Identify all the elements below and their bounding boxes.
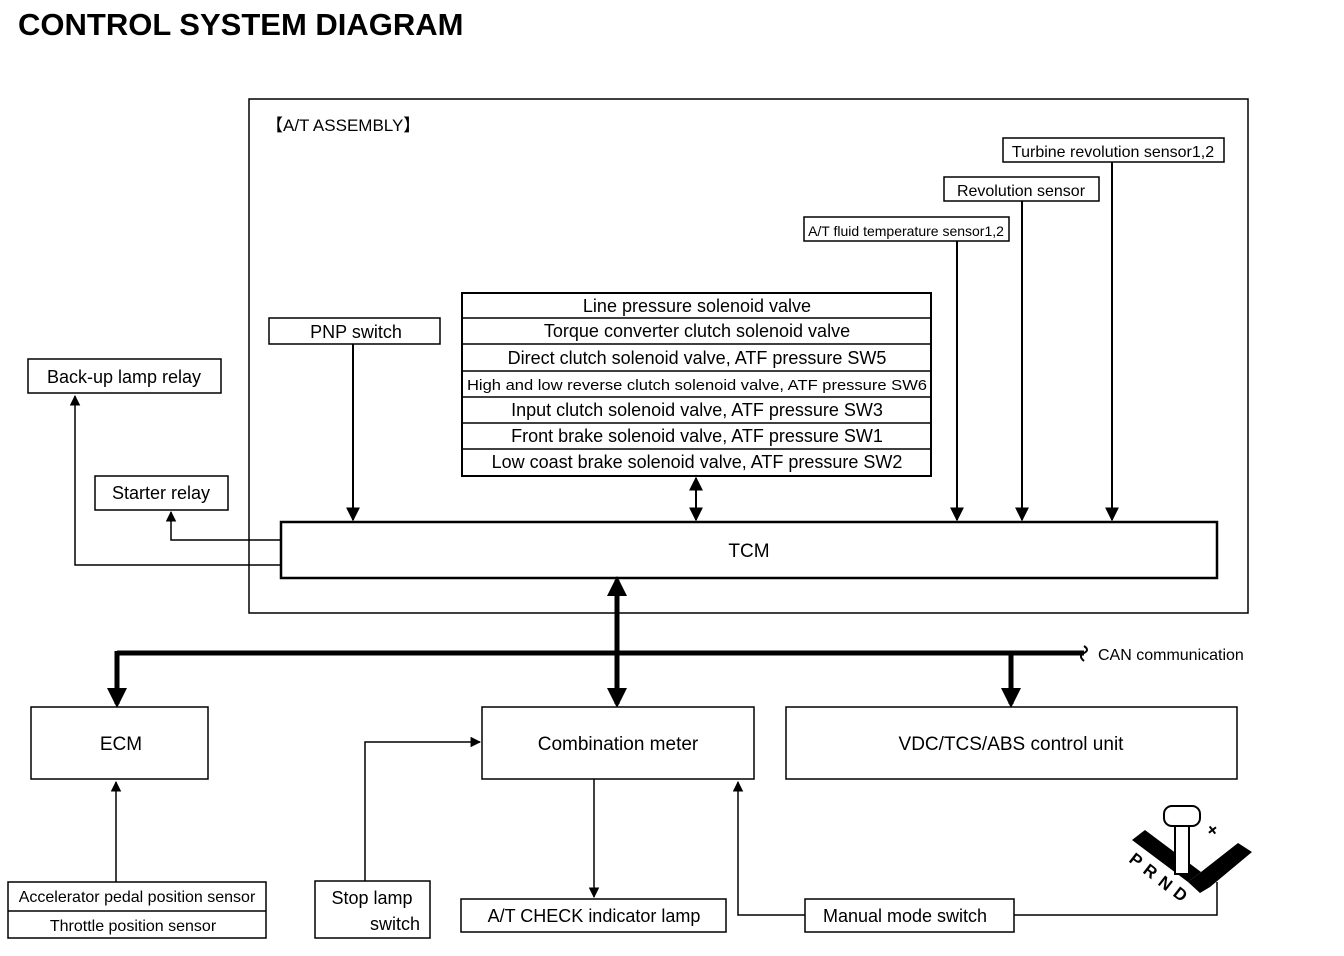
revolution-sensor-box: Revolution sensor: [943, 176, 1100, 202]
tcm-label: TCM: [728, 541, 769, 562]
shifter-plus: +: [1202, 819, 1223, 841]
shifter-position-n: N: [1155, 872, 1176, 895]
solenoid-input-clutch: Input clutch solenoid valve, ATF pressur…: [511, 400, 883, 420]
shifter-position-r: R: [1140, 860, 1161, 883]
shifter-to-manual-switch-line: [1014, 882, 1218, 916]
combination-meter-box: Combination meter: [481, 706, 755, 780]
manual-mode-switch-box: Manual mode switch: [804, 898, 1015, 933]
stop-lamp-switch-label-line2: switch: [370, 914, 420, 934]
solenoid-line-pressure: Line pressure solenoid valve: [583, 296, 811, 316]
check-indicator-lamp-label: A/T CHECK indicator lamp: [488, 906, 701, 926]
turbine-revolution-sensor-label: Turbine revolution sensor1,2: [1012, 144, 1214, 161]
can-communication-label: CAN communication: [1098, 647, 1244, 664]
at-assembly-frame: [248, 98, 1249, 614]
solenoid-valve-stack: Line pressure solenoid valve Torque conv…: [461, 292, 932, 477]
fluid-temperature-sensor-label: A/T fluid temperature sensor1,2: [808, 223, 1004, 239]
pnp-switch-box: PNP switch: [268, 317, 441, 345]
ecm-box: ECM: [30, 706, 209, 780]
backup-lamp-relay-arrow: [69, 394, 281, 566]
can-bus-break-mark: [1080, 645, 1088, 662]
starter-relay-arrow: [165, 510, 281, 541]
starter-relay-label: Starter relay: [112, 483, 210, 503]
vdc-control-unit-label: VDC/TCS/ABS control unit: [899, 734, 1125, 755]
stop-lamp-switch-label-line1: Stop lamp: [331, 888, 412, 908]
solenoid-front-brake: Front brake solenoid valve, ATF pressure…: [511, 426, 883, 446]
stop-lamp-switch-box: Stop lamp switch: [314, 880, 431, 939]
solenoid-high-low-reverse: High and low reverse clutch solenoid val…: [467, 377, 927, 394]
ecm-label: ECM: [100, 734, 142, 755]
solenoid-direct-clutch: Direct clutch solenoid valve, ATF pressu…: [508, 348, 887, 368]
starter-relay-box: Starter relay: [94, 475, 229, 511]
shifter-position-d: D: [1170, 883, 1191, 906]
accelerator-pedal-sensor-label: Accelerator pedal position sensor: [19, 889, 256, 906]
tcm-box: TCM: [279, 520, 1219, 580]
check-indicator-lamp-box: A/T CHECK indicator lamp: [460, 898, 727, 933]
throttle-position-sensor-label: Throttle position sensor: [50, 918, 217, 935]
solenoid-torque-converter: Torque converter clutch solenoid valve: [544, 321, 850, 341]
backup-lamp-relay-label: Back-up lamp relay: [47, 367, 201, 387]
vdc-control-unit-box: VDC/TCS/ABS control unit: [785, 706, 1238, 780]
shift-lever-icon: P R N D + −: [1126, 805, 1252, 906]
turbine-revolution-sensor-box: Turbine revolution sensor1,2: [1002, 137, 1225, 163]
shifter-position-p: P: [1126, 849, 1147, 871]
manual-mode-switch-label: Manual mode switch: [823, 906, 987, 926]
pnp-switch-label: PNP switch: [310, 322, 402, 342]
fluid-temperature-sensor-box: A/T fluid temperature sensor1,2: [803, 216, 1010, 242]
page-title: CONTROL SYSTEM DIAGRAM: [18, 7, 464, 42]
combination-meter-label: Combination meter: [538, 734, 699, 755]
revolution-sensor-label: Revolution sensor: [957, 183, 1086, 200]
accel-throttle-sensor-box: Accelerator pedal position sensor Thrott…: [7, 881, 267, 939]
at-assembly-label: 【A/T ASSEMBLY】: [266, 116, 420, 135]
backup-lamp-relay-box: Back-up lamp relay: [27, 358, 222, 394]
stop-lamp-to-meter-arrow: [364, 736, 482, 881]
solenoid-low-coast-brake: Low coast brake solenoid valve, ATF pres…: [492, 452, 903, 472]
manual-switch-to-meter-arrow: [732, 780, 805, 916]
